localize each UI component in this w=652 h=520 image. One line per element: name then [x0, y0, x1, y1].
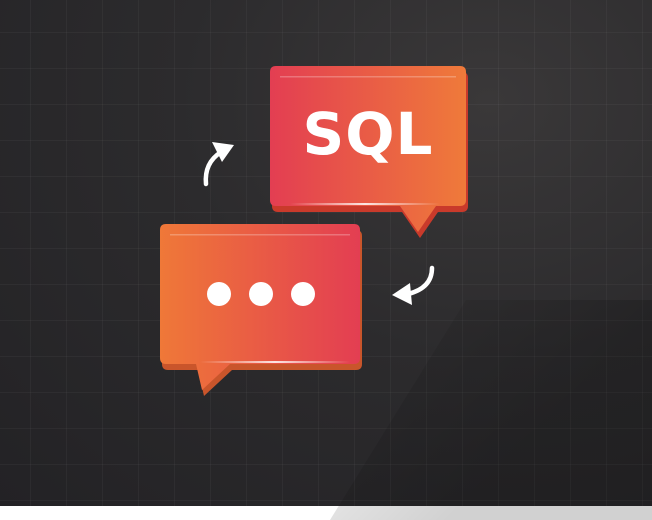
sql-chat-illustration: SQL [160, 66, 468, 396]
typing-dot [249, 282, 273, 306]
typing-chat-bubble-icon [160, 224, 362, 396]
typing-dot [291, 282, 315, 306]
sql-label: SQL [302, 100, 433, 168]
curved-arrow-left-icon [392, 265, 435, 305]
typing-dot [207, 282, 231, 306]
sql-chat-bubble-icon: SQL [270, 66, 468, 238]
curved-arrow-up-icon [203, 142, 234, 187]
